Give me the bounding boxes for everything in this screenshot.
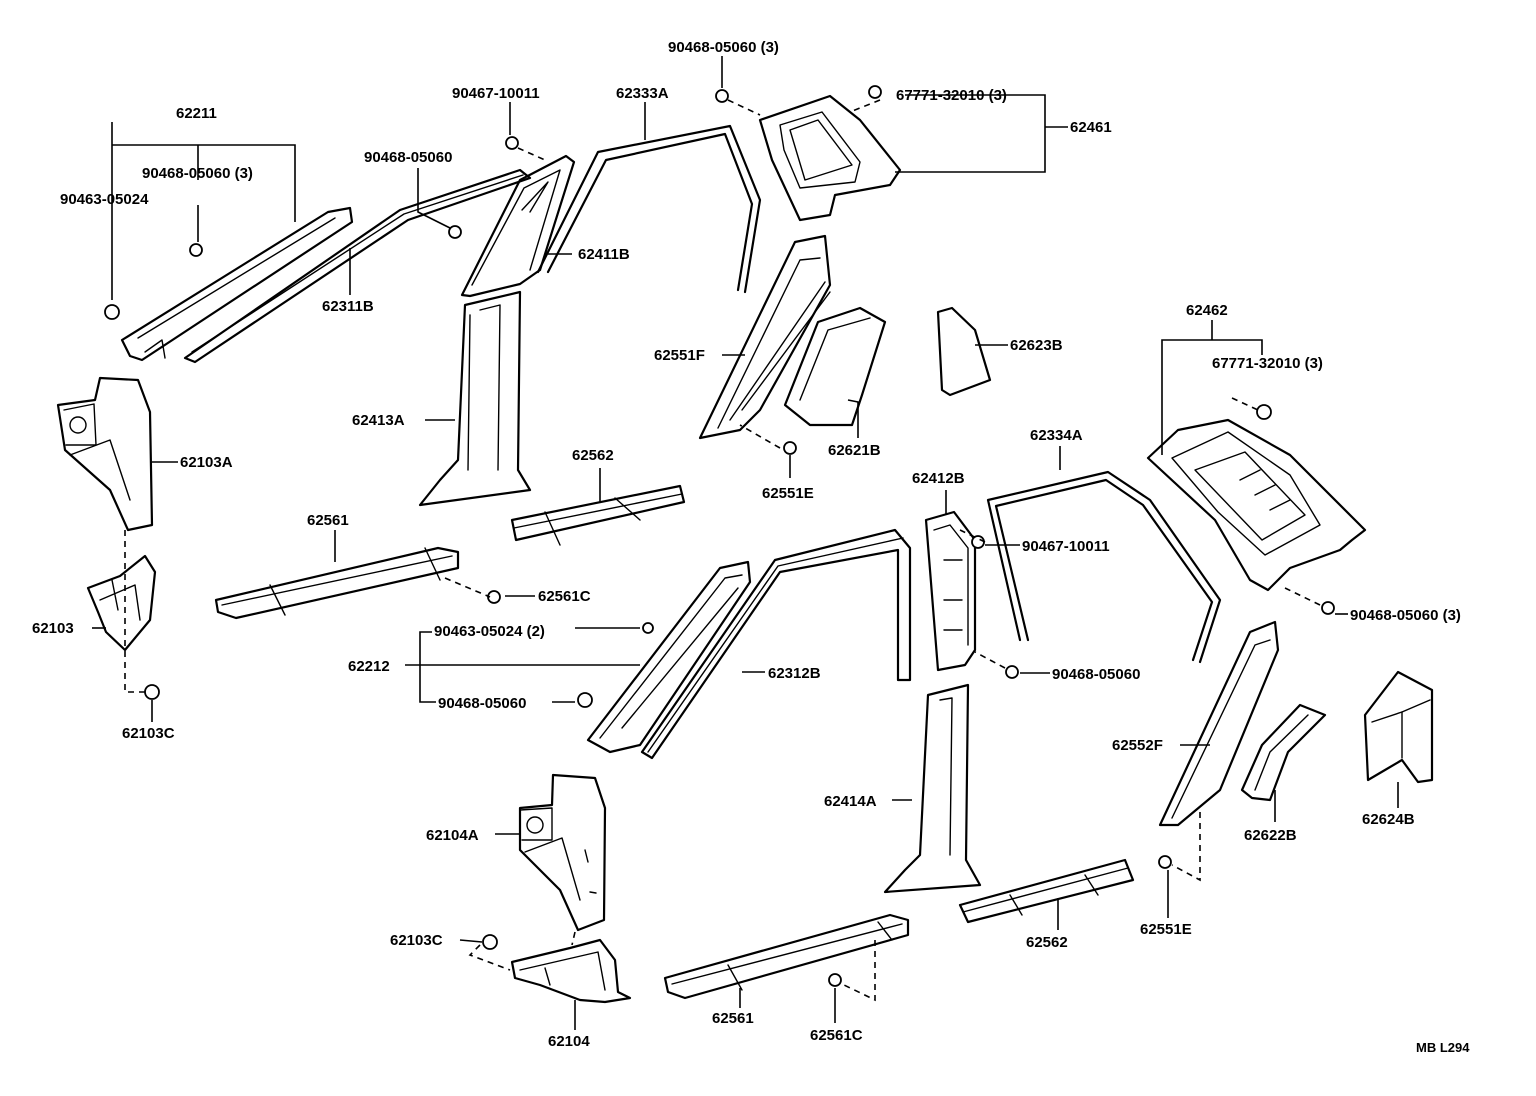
label-62621B: 62621B — [828, 442, 881, 459]
label-62551F: 62551F — [654, 347, 705, 364]
label-62561-top: 62561 — [307, 512, 349, 529]
label-62551E-bottom: 62551E — [1140, 921, 1192, 938]
label-90468-05060-3-top: 90468-05060 (3) — [668, 39, 779, 56]
assembly-dash-lines — [124, 99, 1321, 1002]
label-62461: 62461 — [1070, 119, 1112, 136]
label-90468-05060-right: 90468-05060 — [1052, 666, 1140, 683]
sill-rail-62561-upper — [214, 546, 460, 620]
label-62624B: 62624B — [1362, 811, 1415, 828]
center-pillar-lower-62413A — [418, 290, 532, 507]
door-opening-trim-62333A — [536, 124, 762, 294]
label-90468-05060-mid: 90468-05060 — [364, 149, 452, 166]
label-62103: 62103 — [32, 620, 74, 637]
weatherstrip-62311B — [183, 168, 532, 364]
roof-side-garnish-62551F — [698, 234, 832, 440]
leader-lines — [92, 56, 1399, 1030]
scuff-plate-62562-upper — [510, 484, 686, 546]
center-pillar-upper-62412B — [924, 510, 977, 672]
label-62312B: 62312B — [768, 665, 821, 682]
label-62622B: 62622B — [1244, 827, 1297, 844]
part-labels: 90468-05060 (3) 90467-10011 62333A 67771… — [32, 39, 1470, 1055]
sill-rail-62561-lower — [663, 913, 910, 1000]
label-90467-10011-top: 90467-10011 — [452, 85, 540, 102]
cowl-side-lower-62103 — [86, 554, 157, 652]
label-67771-32010-3-right: 67771-32010 (3) — [1212, 355, 1323, 372]
diagram-code: MB L294 — [1416, 1040, 1470, 1055]
label-62462: 62462 — [1186, 302, 1228, 319]
label-90468-05060-3-left: 90468-05060 (3) — [142, 165, 253, 182]
cowl-side-lower-62104 — [510, 938, 632, 1004]
label-62411B: 62411B — [578, 246, 630, 263]
door-opening-trim-62334A — [986, 470, 1222, 664]
label-62561C-top: 62561C — [538, 588, 591, 605]
quarter-trim-62621B — [783, 306, 887, 427]
cowl-side-upper-62104A — [518, 773, 607, 932]
label-62104A: 62104A — [426, 827, 479, 844]
label-62552F: 62552F — [1112, 737, 1163, 754]
roof-side-garnish-62552F — [1158, 620, 1280, 827]
label-62414A: 62414A — [824, 793, 877, 810]
scuff-plate-62562-lower — [958, 858, 1135, 924]
label-62561-bottom: 62561 — [712, 1010, 754, 1027]
quarter-garnish-62462 — [1146, 418, 1367, 592]
label-62562-bottom: 62562 — [1026, 934, 1068, 951]
pad-62624B — [1363, 670, 1434, 784]
label-62103C-left: 62103C — [122, 725, 175, 742]
label-62551E-top: 62551E — [762, 485, 814, 502]
label-62412B: 62412B — [912, 470, 965, 487]
label-62212: 62212 — [348, 658, 390, 675]
label-62333A: 62333A — [616, 85, 669, 102]
label-62413A: 62413A — [352, 412, 405, 429]
label-67771-32010-3-top: 67771-32010 (3) — [896, 87, 1007, 104]
front-pillar-garnish-62211 — [120, 206, 354, 362]
label-90467-10011-right: 90467-10011 — [1022, 538, 1110, 555]
label-62623B: 62623B — [1010, 337, 1063, 354]
quarter-trim-62622B — [1240, 703, 1327, 802]
label-90463-05024-2: 90463-05024 (2) — [434, 623, 545, 640]
clip-icon — [104, 85, 1335, 987]
front-pillar-garnish-62212 — [586, 560, 752, 754]
label-62104: 62104 — [548, 1033, 590, 1050]
label-62561C-bottom: 62561C — [810, 1027, 863, 1044]
weatherstrip-62312B — [640, 528, 912, 760]
label-62562-top: 62562 — [572, 447, 614, 464]
center-pillar-lower-62414A — [883, 683, 982, 894]
quarter-garnish-62461 — [758, 94, 902, 222]
pad-62623B — [936, 306, 992, 397]
label-90463-05024: 90463-05024 — [60, 191, 149, 208]
label-62103C-bottom: 62103C — [390, 932, 443, 949]
label-90468-05060-3-right: 90468-05060 (3) — [1350, 607, 1461, 624]
center-pillar-upper-62411B — [460, 154, 576, 298]
cowl-side-upper-62103A — [56, 376, 154, 532]
label-62334A: 62334A — [1030, 427, 1083, 444]
label-62211: 62211 — [176, 105, 217, 122]
label-62103A: 62103A — [180, 454, 233, 471]
label-62311B: 62311B — [322, 298, 374, 315]
label-90468-05060-lower: 90468-05060 — [438, 695, 526, 712]
